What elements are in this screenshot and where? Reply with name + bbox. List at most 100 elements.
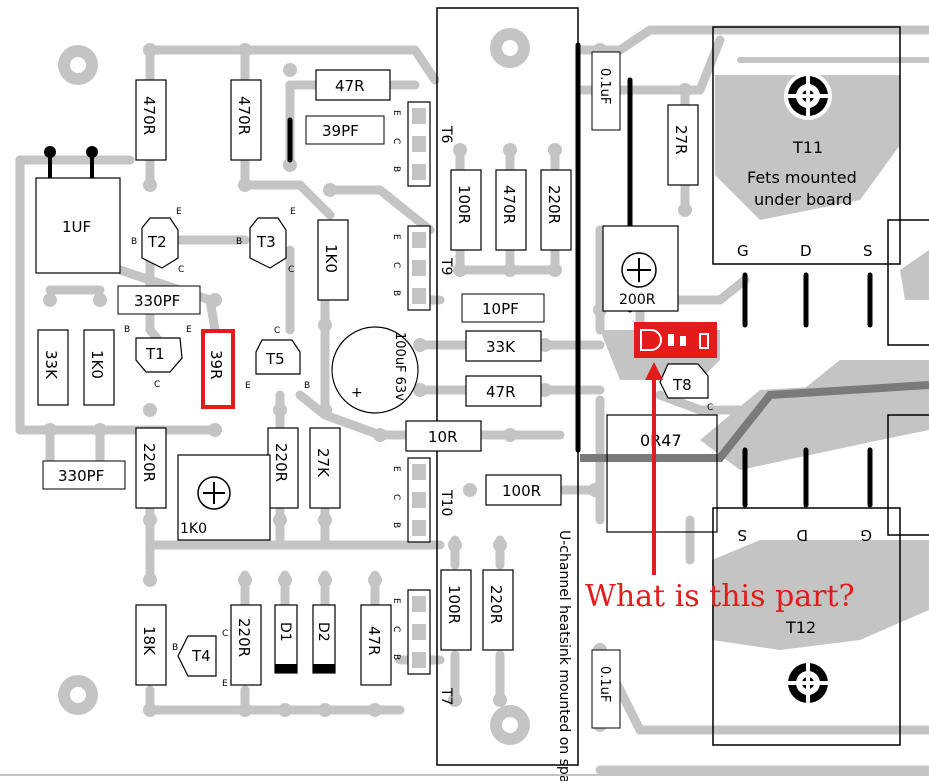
question-annotation: What is this part? [585, 579, 855, 614]
svg-text:E: E [222, 679, 228, 689]
fet-right-bottom-edge [887, 414, 929, 536]
svg-text:33K: 33K [42, 350, 60, 380]
svg-text:B: B [131, 237, 137, 247]
svg-text:47R: 47R [365, 626, 383, 656]
capacitor-330pf-b: 330PF [42, 460, 126, 490]
transistor-t8: T8 C [659, 363, 713, 413]
resistor-33k-mid: 33K [465, 330, 542, 362]
fets-note-line1: Fets mounted [747, 168, 857, 187]
mounting-hole-icon [58, 45, 98, 85]
svg-text:27K: 27K [314, 448, 332, 478]
diode-d1: D1 [274, 604, 298, 674]
t11-label: T11 [792, 138, 823, 157]
t12-label: T12 [785, 618, 816, 637]
svg-text:39R: 39R [207, 350, 225, 380]
svg-text:T10: T10 [438, 489, 454, 516]
mounting-hole-icon [490, 705, 530, 745]
pin-g-top: G [737, 242, 749, 260]
svg-text:39PF: 39PF [322, 122, 359, 140]
svg-text:T2: T2 [147, 233, 167, 251]
capacitor-10pf: 10PF [461, 293, 545, 323]
svg-text:T7: T7 [438, 687, 454, 705]
svg-text:220R: 220R [272, 443, 290, 482]
resistor-100r-low: 100R [440, 569, 472, 651]
svg-text:T4: T4 [191, 647, 211, 665]
heatsink-outline [436, 7, 579, 766]
svg-text:C: C [178, 265, 184, 275]
svg-text:T8: T8 [672, 376, 692, 394]
heatsink-note: U-channel heatsink mounted on spacers [556, 530, 572, 781]
transistor-t7-header: E C B T7 [391, 589, 454, 705]
diode-d2: D2 [312, 604, 336, 674]
capacitor-1uf-lead [90, 152, 94, 178]
svg-text:200R: 200R [619, 292, 656, 308]
resistor-47r-low: 47R [360, 604, 392, 686]
svg-text:E: E [391, 466, 401, 472]
svg-text:33K: 33K [486, 338, 516, 356]
svg-text:E: E [290, 207, 296, 217]
svg-text:T3: T3 [256, 233, 276, 251]
transistor-t10-header: E C B T10 [391, 457, 454, 543]
transistor-t6-header: E C B T6 [391, 101, 454, 187]
svg-text:D1: D1 [277, 622, 293, 642]
pin-d-top: D [800, 242, 812, 260]
svg-text:B: B [304, 381, 310, 391]
resistor-27r-right: 27R [667, 104, 699, 186]
transistor-t9-header: E C B T9 [391, 225, 454, 311]
svg-text:E: E [176, 207, 182, 217]
pin-s-bottom: S [737, 526, 747, 544]
fet-t12-body [712, 507, 901, 746]
capacitor-1uf-body [35, 177, 121, 274]
svg-text:C: C [274, 326, 280, 336]
svg-text:27R: 27R [672, 125, 690, 155]
mounting-hole-icon [490, 28, 530, 68]
resistor-10r: 10R [405, 420, 482, 452]
svg-text:10PF: 10PF [482, 300, 519, 318]
svg-text:+: + [351, 385, 363, 401]
svg-text:C: C [707, 403, 713, 413]
svg-text:E: E [245, 381, 251, 391]
resistor-220r-c: 220R [267, 427, 299, 509]
svg-text:1K0: 1K0 [180, 521, 207, 537]
capacitor-electrolytic: 100uF 63v + [331, 326, 419, 414]
svg-text:C: C [391, 138, 401, 144]
transistor-t5: T5 C E B [245, 326, 310, 391]
resistor-18k: 18K [135, 604, 167, 686]
highlighted-unknown-part[interactable] [634, 322, 717, 358]
svg-text:0.1uF: 0.1uF [597, 666, 612, 702]
resistor-47r-top: 47R [315, 69, 391, 101]
resistor-47r-mid: 47R [465, 375, 542, 407]
svg-text:47R: 47R [486, 383, 516, 401]
svg-text:220R: 220R [235, 618, 253, 657]
capacitor-01uf-bottom: 0.1uF [591, 649, 621, 729]
svg-text:B: B [391, 522, 401, 528]
svg-text:D2: D2 [315, 622, 331, 642]
resistor-39r-highlighted[interactable]: 39R [201, 329, 235, 409]
svg-text:220R: 220R [487, 585, 505, 624]
svg-text:0.1uF: 0.1uF [597, 68, 612, 104]
svg-text:B: B [172, 643, 178, 653]
transistor-t1: T1 B E C [124, 325, 192, 390]
pin-s-top: S [863, 242, 873, 260]
heatsink-band [580, 381, 929, 462]
svg-text:220R: 220R [140, 443, 158, 482]
svg-text:10R: 10R [428, 428, 458, 446]
resistor-470r-left: 470R [135, 79, 167, 161]
question-arrow [645, 362, 663, 575]
svg-text:220R: 220R [545, 185, 563, 224]
transistor-t2: T2 E B C [131, 207, 184, 275]
svg-text:100R: 100R [455, 185, 473, 224]
svg-text:E: E [391, 598, 401, 604]
svg-text:B: B [391, 654, 401, 660]
svg-text:T6: T6 [438, 125, 454, 144]
svg-text:470R: 470R [235, 96, 253, 135]
fets-note-line2: under board [754, 190, 852, 209]
resistor-470r-t6: 470R [495, 169, 527, 251]
svg-text:B: B [236, 237, 242, 247]
resistor-220r-low: 220R [482, 569, 514, 651]
svg-text:470R: 470R [500, 185, 518, 224]
fet-right-top-edge [887, 219, 929, 346]
svg-text:C: C [391, 494, 401, 500]
resistor-100r-t6: 100R [450, 169, 482, 251]
